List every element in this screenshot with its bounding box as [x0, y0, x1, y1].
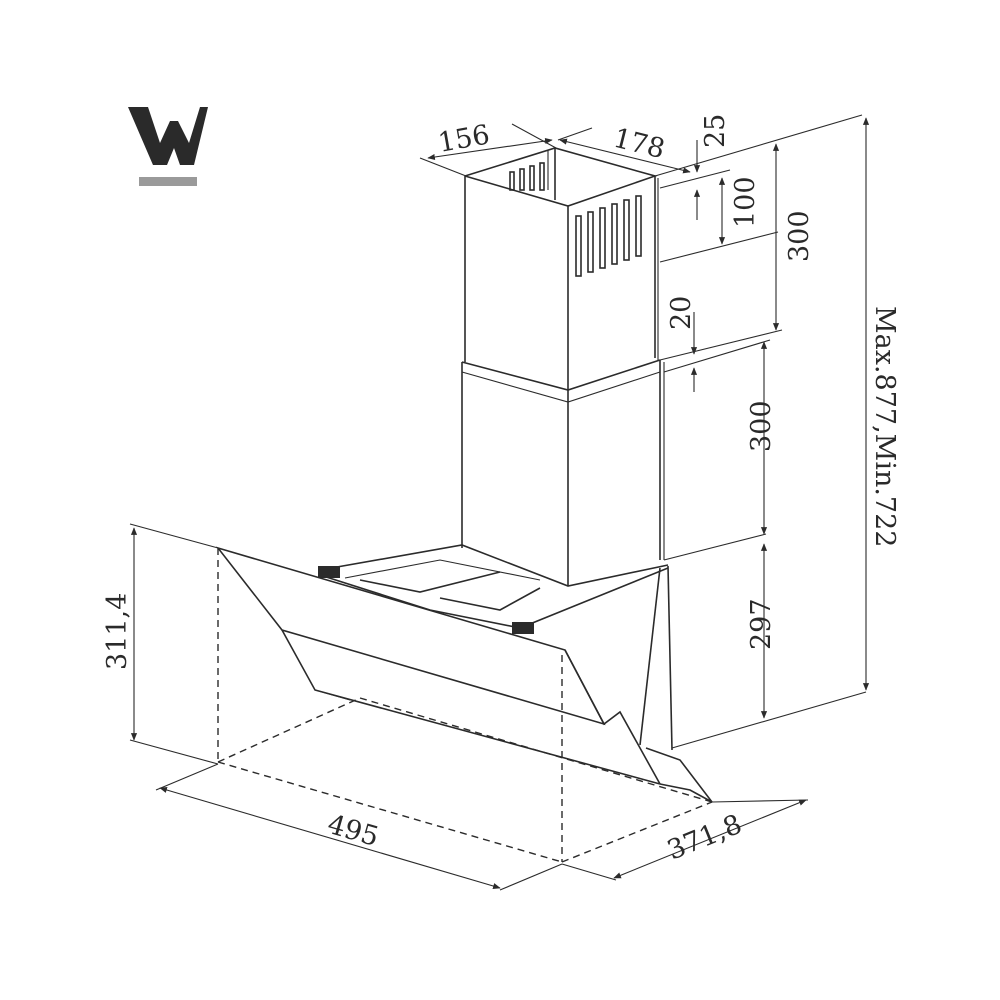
dim-overall-height: Max.877,Min.722 — [862, 117, 900, 691]
label-311-4: 311,4 — [102, 593, 133, 670]
dim-canopy-height: 311,4 — [102, 523, 219, 765]
dim-canopy-rear: 297 — [671, 543, 867, 749]
label-297: 297 — [746, 598, 777, 650]
dim-upper-chimney: 300 — [659, 143, 815, 361]
right-bracket — [512, 622, 534, 634]
vent-slots-right — [575, 195, 642, 277]
label-100: 100 — [730, 176, 761, 228]
dim-duct-depth: 178 — [557, 123, 691, 174]
label-495: 495 — [324, 809, 382, 853]
dim-width: 495 — [155, 763, 563, 891]
label-20: 20 — [666, 296, 697, 330]
left-bracket — [318, 566, 340, 578]
dim-depth: 371,8 — [561, 799, 809, 881]
logo-w-mark — [128, 107, 208, 165]
lower-chimney — [461, 359, 665, 586]
label-25: 25 — [700, 114, 731, 148]
dim-lower-chimney: 300 — [663, 341, 777, 561]
footprint-outline — [217, 548, 713, 863]
logo-underline — [139, 177, 197, 186]
label-300-upper: 300 — [784, 210, 815, 262]
label-300-lower: 300 — [746, 400, 777, 452]
canopy-body — [215, 544, 713, 803]
label-371-8: 371,8 — [663, 809, 746, 867]
label-overall: Max.877,Min.722 — [869, 306, 900, 547]
upper-chimney — [464, 147, 659, 390]
vent-slots-back — [509, 162, 545, 191]
dim-overlap: 20 — [663, 296, 771, 392]
label-156: 156 — [436, 119, 492, 158]
dim-bracket-offset: 25 — [654, 114, 863, 220]
dim-vent-height: 100 — [659, 176, 779, 263]
dim-duct-width: 156 — [419, 119, 557, 177]
label-178: 178 — [610, 123, 668, 166]
brand-logo — [128, 107, 208, 186]
